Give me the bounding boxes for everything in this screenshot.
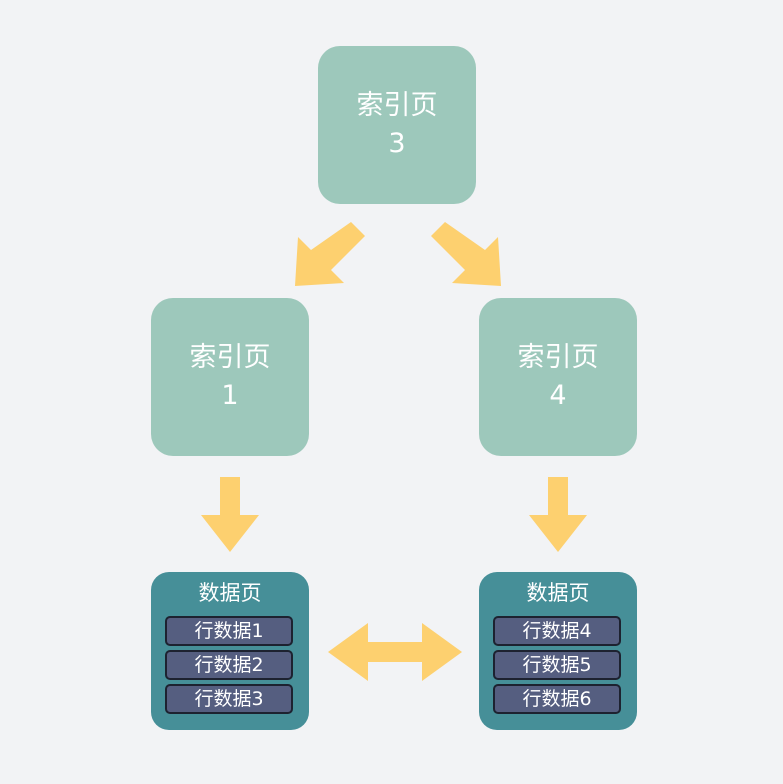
row-data-4: 行数据4 (493, 616, 621, 646)
arrow-idx3-to-idx4 (431, 222, 501, 286)
index-page-label: 索引页 (517, 342, 599, 373)
index-page-label: 索引页 (356, 90, 438, 121)
arrow-idx3-to-idx1 (295, 222, 365, 286)
index-page-number: 4 (549, 380, 567, 411)
arrow-idx1-to-datapage1 (201, 477, 259, 552)
data-page-title: 数据页 (198, 581, 262, 605)
index-page-4: 索引页 4 (479, 298, 637, 456)
index-page-label: 索引页 (189, 342, 271, 373)
row-data-2: 行数据2 (165, 650, 293, 680)
index-page-number: 1 (221, 380, 239, 411)
arrow-idx4-to-datapage2 (529, 477, 587, 552)
data-page-left: 数据页 行数据1 行数据2 行数据3 (151, 572, 309, 730)
row-data-6: 行数据6 (493, 684, 621, 714)
arrow-datapage-link (328, 623, 462, 681)
row-data-1: 行数据1 (165, 616, 293, 646)
index-page-1: 索引页 1 (151, 298, 309, 456)
row-data-5: 行数据5 (493, 650, 621, 680)
data-page-right: 数据页 行数据4 行数据5 行数据6 (479, 572, 637, 730)
row-data-3: 行数据3 (165, 684, 293, 714)
data-page-title: 数据页 (526, 581, 590, 605)
index-page-3: 索引页 3 (318, 46, 476, 204)
index-page-number: 3 (388, 128, 406, 159)
